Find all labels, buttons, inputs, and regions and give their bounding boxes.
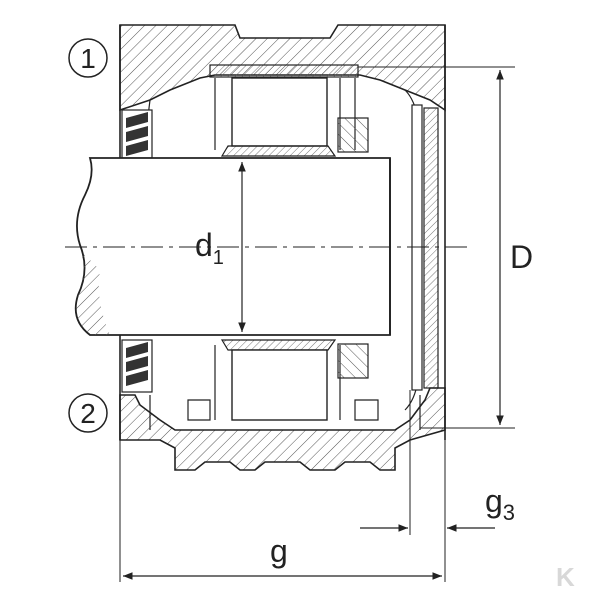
dimension-D: D	[358, 66, 533, 429]
seal-top	[121, 109, 153, 159]
D-label: D	[510, 239, 533, 275]
g-label: g	[270, 533, 288, 569]
seal-bottom	[121, 339, 153, 393]
dimension-g: g	[119, 440, 446, 582]
callout-1: 1	[68, 38, 108, 78]
svg-text:1: 1	[80, 43, 96, 74]
d1-label: d1	[195, 227, 224, 269]
housing-bottom	[119, 387, 446, 471]
bearing-top	[209, 64, 369, 157]
dimension-g3: g3	[360, 390, 515, 535]
svg-text:K: K	[556, 562, 575, 592]
g3-label: g3	[485, 483, 515, 525]
svg-text:2: 2	[80, 398, 96, 429]
brand-logo-icon: K	[556, 562, 575, 592]
dimension-d1: d1	[195, 162, 246, 332]
bearing-bottom	[187, 339, 379, 421]
callout-2: 2	[68, 393, 108, 433]
